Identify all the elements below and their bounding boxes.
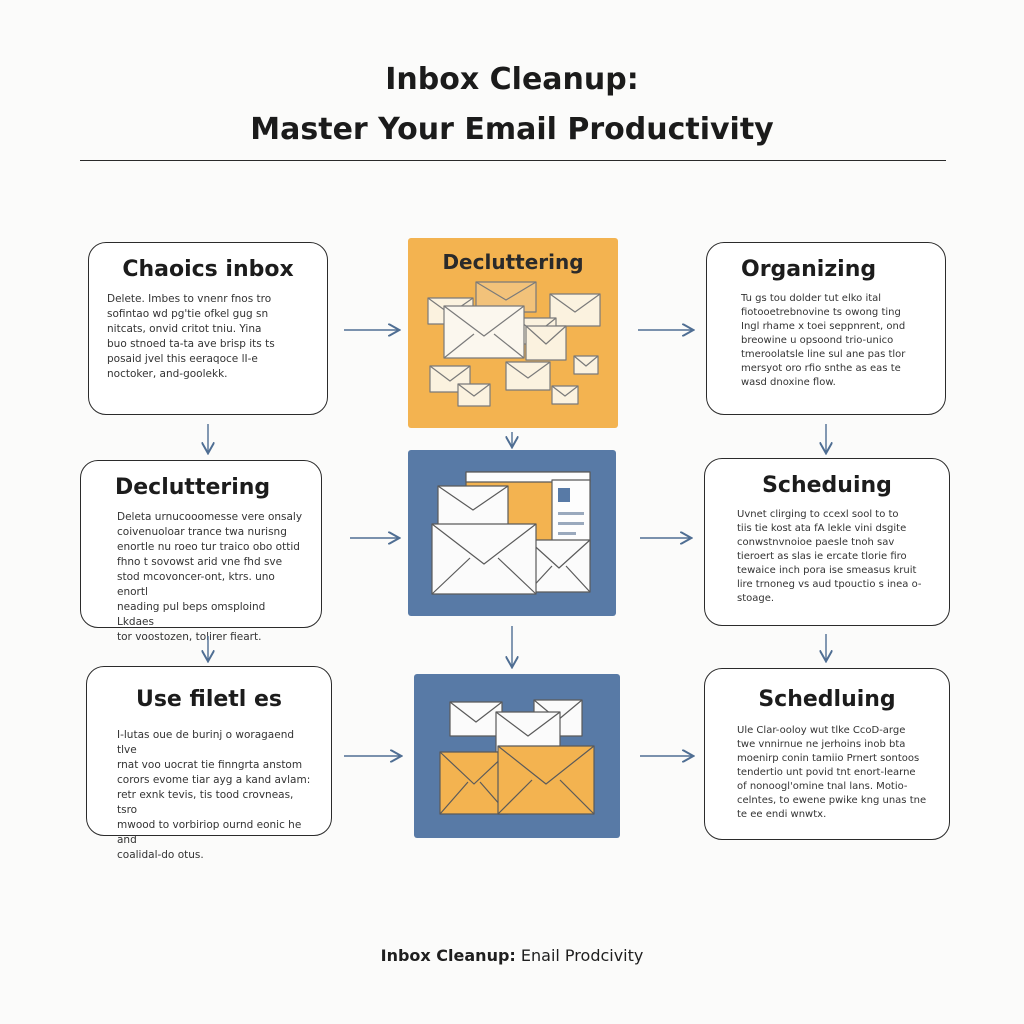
page-subtitle: Master Your Email Productivity [250, 112, 774, 147]
footer-caption: Inbox Cleanup: Enail Prodcivity [0, 946, 1024, 965]
panel-organizing-illustration [408, 450, 616, 616]
card-title: Use filetl es [135, 687, 283, 712]
card-scheduling-1: Scheduing Uvnet clirging to ccexl sool t… [704, 458, 950, 626]
card-title: Scheduing [762, 473, 892, 498]
card-scheduling-2: Schedluing Ule Clar-ooloy wut tlke CcoD-… [704, 668, 950, 840]
card-title: Schedluing [758, 687, 896, 712]
page-title: Inbox Cleanup: [385, 62, 639, 97]
footer-title: Inbox Cleanup: [380, 946, 516, 965]
envelope-pile-icon [427, 281, 601, 407]
footer-subtitle: Enail Prodcivity [515, 946, 644, 965]
card-organizing: Organizing Tu gs tou dolder tut elko ita… [706, 242, 946, 415]
card-title: Chaoics inbox [122, 257, 294, 282]
title-divider [80, 160, 946, 161]
card-chaotic-inbox: Chaoics inbox Delete. Imbes to vnenr fno… [88, 242, 328, 415]
card-title: Decluttering [115, 475, 271, 500]
panel-decluttering-illustration: Decluttering [408, 238, 618, 428]
card-decluttering: Decluttering Deleta urnucooomesse vere o… [80, 460, 322, 643]
card-use-filters: Use filetl es I-lutas oue de burinj o wo… [86, 666, 332, 861]
envelope-window-icon [431, 471, 591, 595]
panel-filters-illustration [414, 674, 620, 838]
panel-title: Decluttering [442, 250, 584, 274]
card-title: Organizing [741, 257, 877, 282]
envelope-stack-icon [439, 699, 595, 815]
